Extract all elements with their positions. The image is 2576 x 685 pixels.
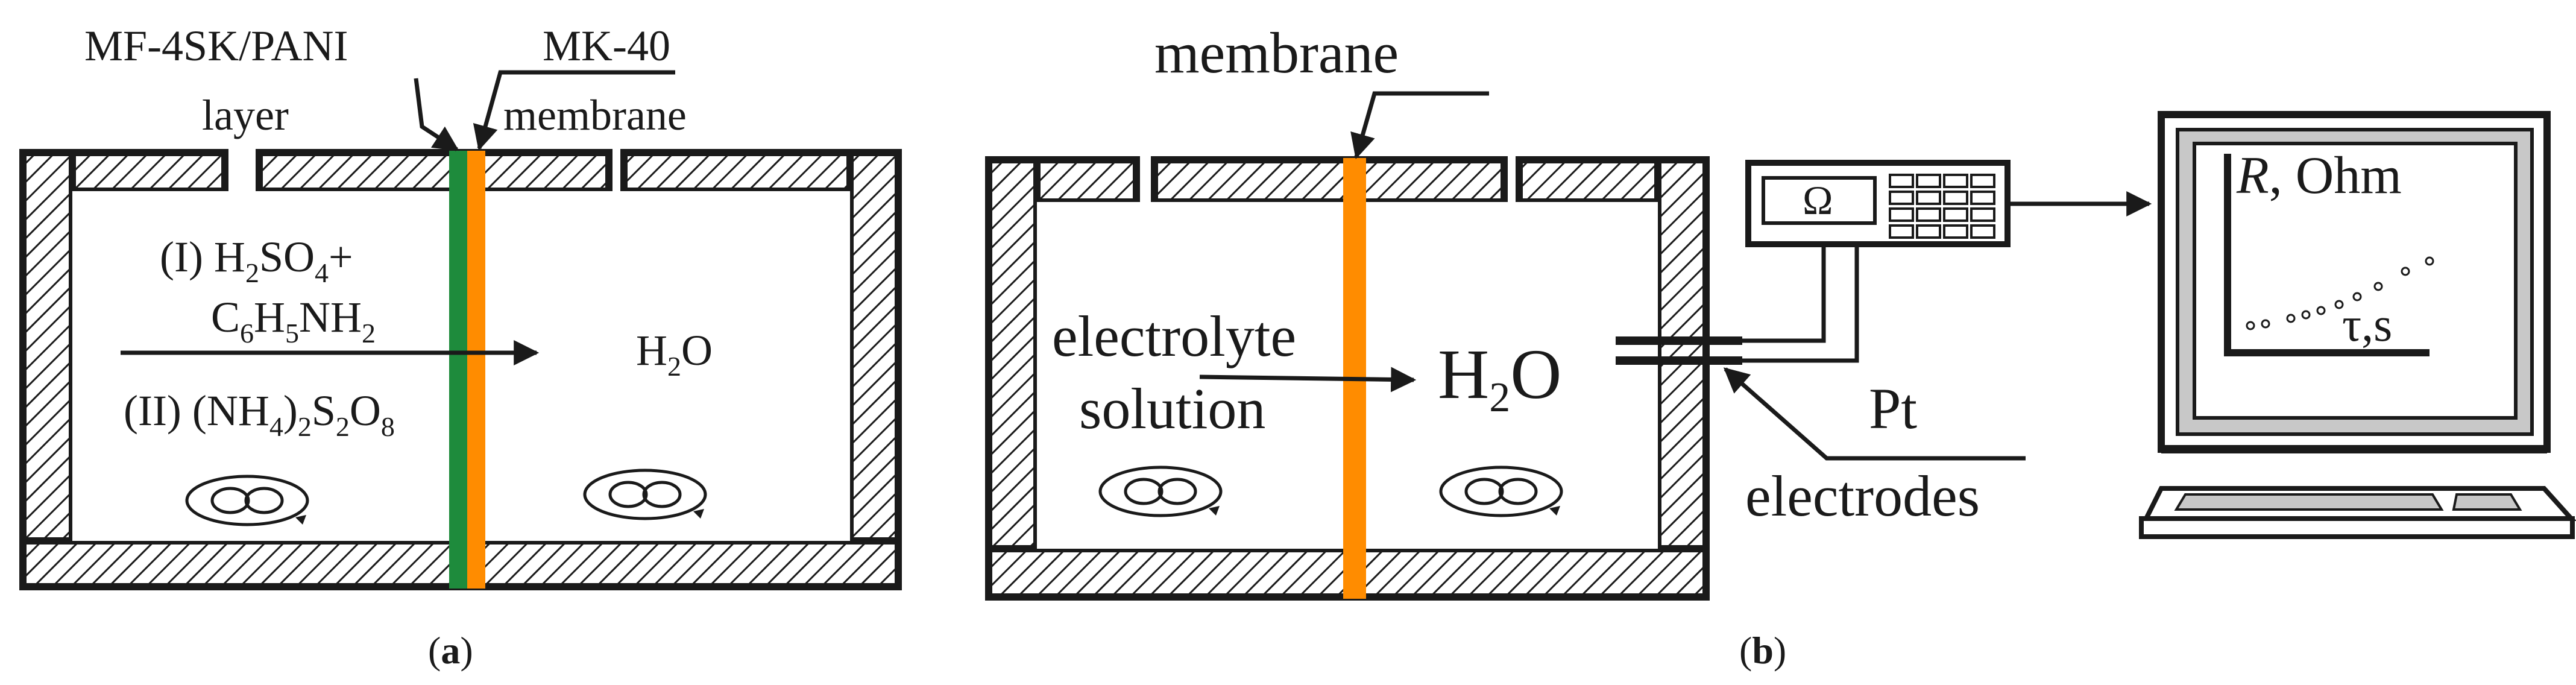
- keyboard: [2139, 486, 2576, 539]
- ohm-symbol: Ω: [1803, 177, 1833, 223]
- caption-a: (a): [428, 629, 473, 672]
- left-solution-formula-2: C6H5NH2: [211, 293, 376, 349]
- flow-arrow-b: [1199, 367, 1417, 393]
- pani-layer-label-2: layer: [202, 91, 289, 139]
- right-solution-b: H2O: [1438, 335, 1561, 421]
- ohmmeter-keypad: [1889, 174, 1995, 239]
- stirrer-icon: [1098, 466, 1223, 517]
- screen-axis-y-label: R, Ohm: [2236, 147, 2402, 205]
- left-solution-formula-1: (I) H2SO4+: [160, 233, 353, 288]
- mk40-label: MK-40: [543, 22, 670, 70]
- computer-monitor: R, Ohm τ,s: [2158, 111, 2551, 453]
- electrodes-pointer-line: [1723, 367, 2026, 461]
- membrane-label: membrane: [1154, 21, 1399, 85]
- electrodes-label: electrodes: [1745, 464, 1980, 528]
- pani-layer: [449, 151, 467, 589]
- resistance-data-points: [2246, 256, 2434, 330]
- stirrer-icon: [1439, 466, 1563, 517]
- electrolyte-label: electrolyte: [1052, 304, 1296, 368]
- pani-layer-label: MF-4SK/PANI: [84, 22, 348, 70]
- mk40-membrane: [467, 151, 485, 589]
- right-solution-a: H2O: [636, 326, 713, 382]
- membrane-pointer-line: [1350, 91, 1489, 160]
- ohmmeter: Ω: [1745, 160, 2011, 247]
- mk40-pointer-line: [473, 70, 675, 151]
- panel-b: membrane electrolyte solution H2O: [985, 21, 2576, 672]
- solution-label: solution: [1079, 376, 1265, 441]
- stirrer-icon: [583, 469, 707, 520]
- pt-label: Pt: [1869, 376, 1917, 441]
- mk40-label-2: membrane: [503, 91, 687, 139]
- pani-pointer-arrow: [414, 78, 459, 151]
- left-solution-formula-3: (II) (NH4)2S2O8: [124, 387, 395, 442]
- stirrer-icon: [185, 475, 309, 526]
- caption-b: (b): [1739, 629, 1786, 672]
- screen-axes: [2224, 154, 2430, 356]
- screen-axis-x-label: τ,s: [2342, 298, 2392, 352]
- panel-a: MF-4SK/PANI layer MK-40 membrane (I) H2S…: [19, 22, 902, 672]
